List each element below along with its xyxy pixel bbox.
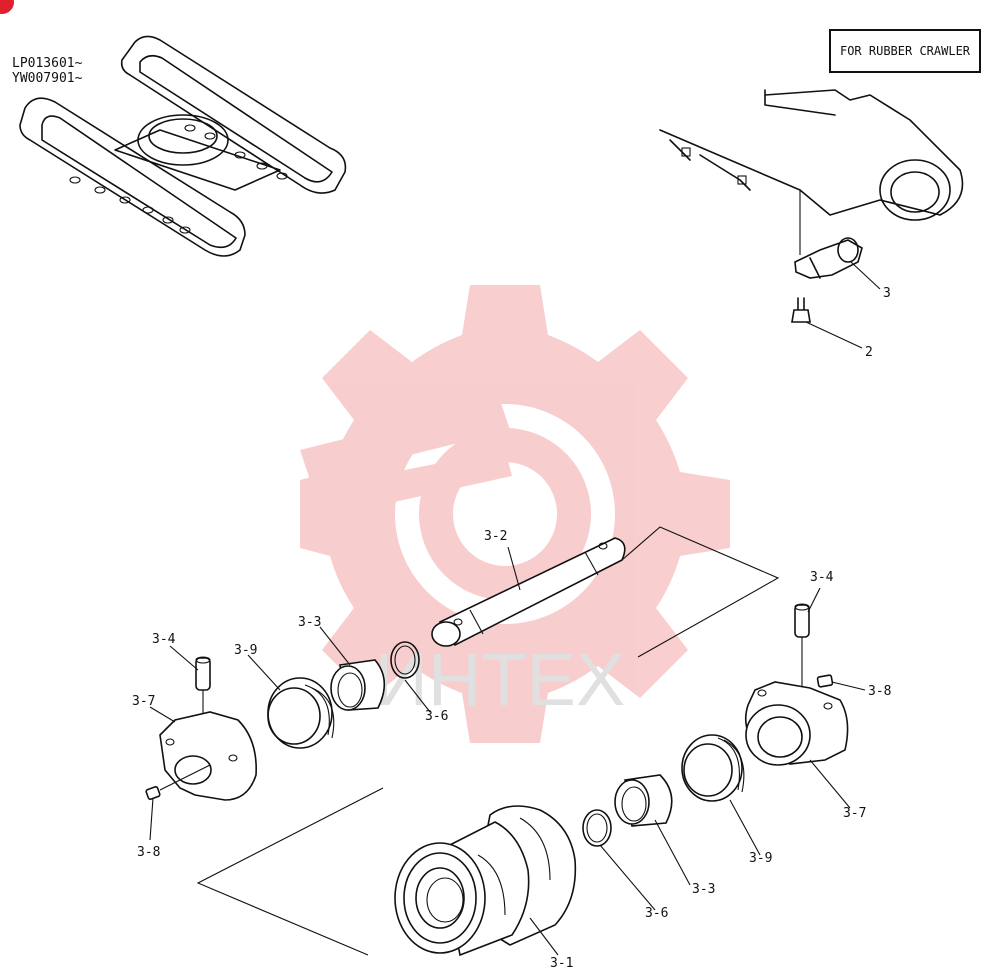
part-3-8-screw-left [145,786,161,800]
leader-line-box-lower [196,787,384,956]
part-3-1-roller [394,805,577,957]
part-3-3-bushing-right [614,774,673,827]
undercarriage-overview [19,35,347,257]
callout-3-7-left: 3-7 [132,694,155,709]
leader-line-box [621,526,780,658]
part-3-6-oring-right [582,809,612,847]
part-3-9-seal-right [681,734,745,802]
serial-number: YW007901~ [12,71,83,86]
part-3-8-screw-right [816,674,834,688]
part-2-bolt [791,297,811,323]
note-box: FOR RUBBER CRAWLER [829,29,981,73]
part-3-3-bushing-left [330,659,386,711]
callout-3-4-left: 3-4 [152,632,176,647]
serial-number-range: LP013601~ YW007901~ [12,56,82,86]
callout-3-6-left: 3-6 [425,709,448,724]
serial-number: LP013601~ [12,56,83,71]
callout-3-6-right: 3-6 [645,906,668,921]
part-3-4-pin-right [794,603,810,705]
callout-3-3-right: 3-3 [692,882,715,897]
callout-3-9-left: 3-9 [234,643,257,658]
callout-3-7-right: 3-7 [843,806,866,821]
callout-3-9-right: 3-9 [749,851,772,866]
part-3-7-collar-right [744,681,849,766]
watermark-text: ИНТЕХ [375,638,626,721]
callout-leaders [149,261,881,956]
callout-3-3-left: 3-3 [298,615,321,630]
track-frame [659,89,964,255]
callout-3-4-right: 3-4 [810,570,834,585]
callout-3-8-left: 3-8 [137,845,160,860]
callout-3-2: 3-2 [484,529,507,544]
part-3-9-seal-left [267,677,335,749]
callout-3: 3 [883,286,891,301]
callout-3-1: 3-1 [550,956,573,971]
callout-2: 2 [865,345,873,360]
part-3-bracket [794,237,863,279]
callout-3-8-right: 3-8 [868,684,891,699]
note-text: FOR RUBBER CRAWLER [839,44,971,58]
part-3-6-oring-left [390,641,420,679]
part-3-7-collar-left [159,711,257,801]
